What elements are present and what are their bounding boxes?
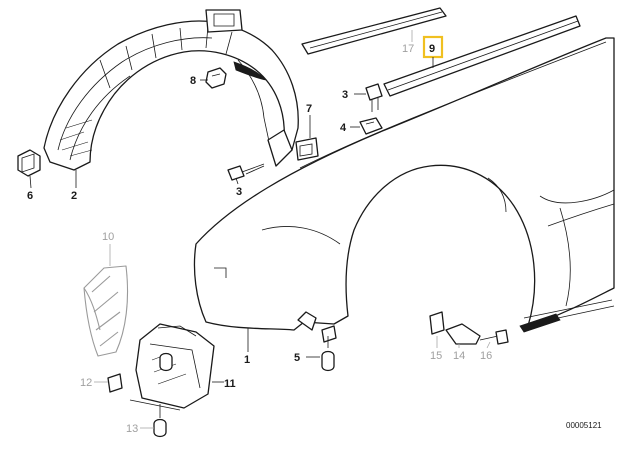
screw-13[interactable] [153,404,167,438]
callout-12: 12 [80,377,92,389]
callout-11: 11 [224,378,236,390]
callout-3-lower: 3 [236,186,242,198]
callout-5: 5 [294,352,300,364]
wheel-arch-liner[interactable] [43,9,299,171]
callout-2: 2 [71,190,77,202]
splash-shield-11[interactable] [129,323,215,411]
diagram-reference-number: 00005121 [566,421,602,430]
callout-4: 4 [340,122,347,134]
screw-3-left[interactable] [227,163,265,181]
callout-14: 14 [453,350,465,362]
callout-10: 10 [102,231,114,243]
callout-8: 8 [190,75,196,87]
fender-panel[interactable] [193,37,615,343]
callout-9[interactable]: 9 [429,43,435,55]
screw-3-right[interactable] [365,83,383,112]
trim-strip-9[interactable] [383,15,581,97]
bracket-15[interactable] [429,311,445,335]
clip-6[interactable] [17,149,41,177]
callout-3-upper: 3 [342,89,348,101]
bolt-16[interactable] [479,329,509,345]
cover-10[interactable] [83,265,129,357]
callout-16: 16 [480,350,492,362]
screw-5[interactable] [321,336,335,372]
callout-1: 1 [244,354,250,366]
callout-13: 13 [126,423,138,435]
callout-17: 17 [402,43,414,55]
callout-7: 7 [306,103,312,115]
clip-12[interactable] [107,373,123,393]
bracket-14[interactable] [445,323,481,345]
trim-strip-17[interactable] [301,7,447,55]
clip-4[interactable] [359,117,383,135]
callout-6: 6 [27,190,33,202]
nut-8[interactable] [205,67,227,89]
clip-7[interactable] [295,137,319,161]
callout-15: 15 [430,350,442,362]
